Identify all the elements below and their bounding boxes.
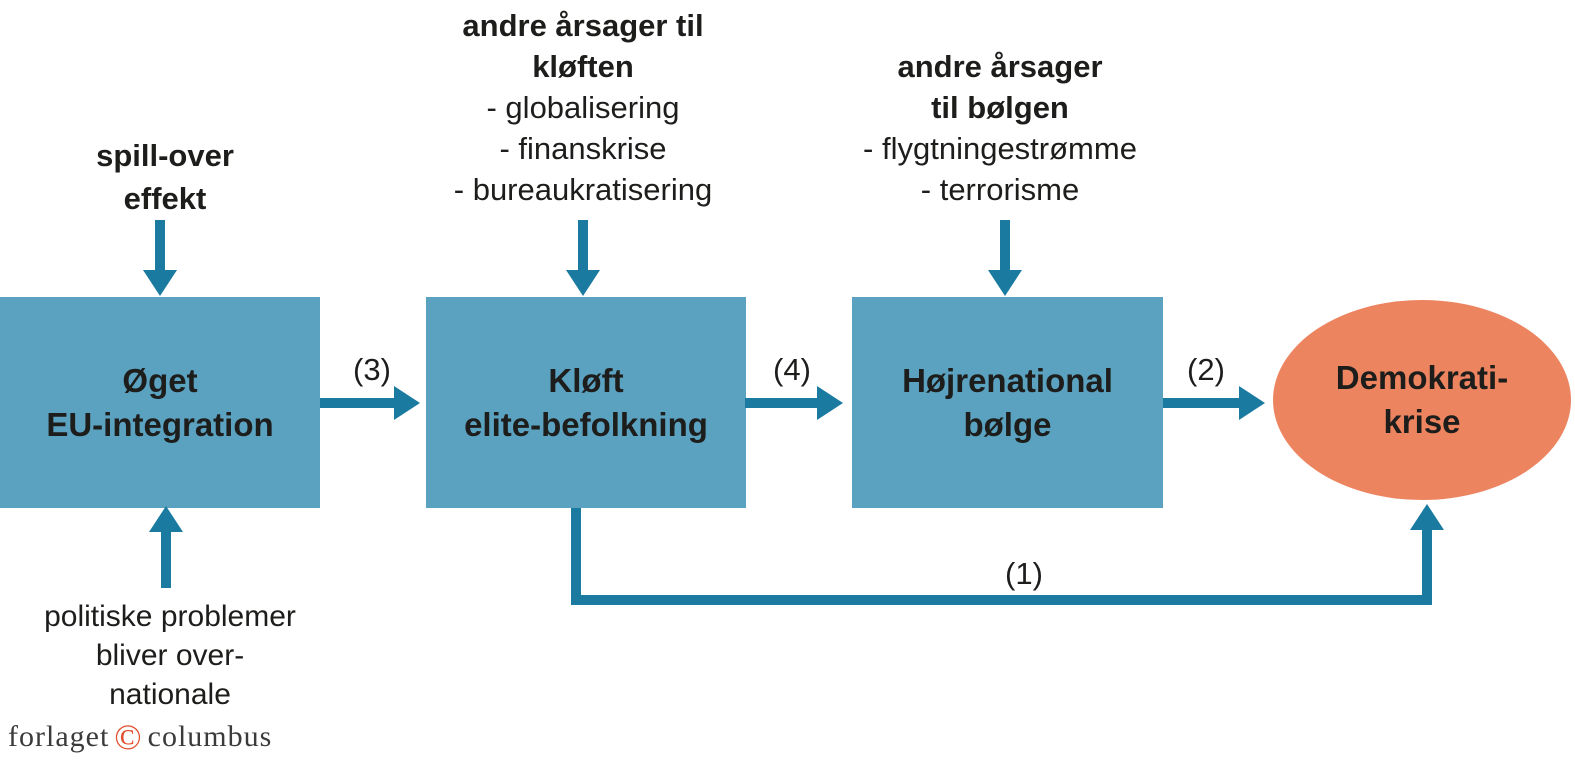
- edge-label-2: (2): [1187, 352, 1225, 387]
- label-title-line: andre årsager til: [462, 8, 704, 43]
- label-list-item: - bureaukratisering: [453, 172, 713, 207]
- arrow-down-icon: [566, 270, 600, 296]
- node-label-line: krise: [1383, 403, 1461, 440]
- publisher-name-post: columbus: [147, 720, 273, 753]
- label-line: nationale: [109, 678, 231, 711]
- arrow-down-icon: [988, 270, 1022, 296]
- arrow-4-line: [745, 398, 819, 408]
- edge-label-3: (3): [353, 352, 391, 387]
- arrow-down-cleft-line: [578, 220, 588, 274]
- node-label-line: Demokrati-: [1335, 359, 1509, 396]
- label-line: politiske problemer: [44, 600, 296, 633]
- label-list-item: - globalisering: [486, 90, 680, 125]
- publisher-logo: forlaget©columbus: [8, 716, 272, 758]
- arrow-2-line: [1163, 398, 1241, 408]
- node-label-line: Øget: [122, 361, 198, 399]
- label-spill-over-effekt: spill-over effekt: [15, 134, 315, 220]
- label-andre-aarsager-til-kloeften: andre årsager til kløften - globaliserin…: [400, 5, 766, 210]
- arrow-1-segment-across: [571, 595, 1432, 605]
- edge-label-1: (1): [1005, 556, 1043, 591]
- node-label-line: bølge: [963, 405, 1052, 443]
- label-line: effekt: [123, 181, 207, 216]
- label-line: bliver over-: [95, 639, 245, 672]
- node-box-kloeft: Kløft elite-befolkning: [426, 297, 746, 508]
- label-title-line: kløften: [532, 49, 634, 84]
- copyright-icon: ©: [114, 717, 143, 757]
- label-line: spill-over: [96, 138, 234, 173]
- arrow-down-spill-line: [155, 220, 165, 274]
- label-title-line: til bølgen: [931, 90, 1069, 125]
- label-politiske-problemer: politiske problemer bliver over- nationa…: [5, 597, 335, 714]
- node-box-hoejrenational-boelge: Højrenational bølge: [852, 297, 1163, 508]
- label-list-item: - terrorisme: [920, 172, 1080, 207]
- arrow-3-line: [320, 398, 396, 408]
- publisher-name-pre: forlaget: [8, 720, 110, 753]
- label-list-item: - finanskrise: [499, 131, 667, 166]
- node-ellipse-demokratikrise: Demokrati- krise: [1273, 300, 1571, 500]
- arrow-right-icon: [1239, 386, 1265, 420]
- arrow-1-segment-up: [1422, 528, 1432, 595]
- node-label-line: elite-befolkning: [464, 405, 708, 443]
- label-andre-aarsager-til-boelgen: andre årsager til bølgen - flygtningestr…: [817, 46, 1183, 210]
- node-label-line: Kløft: [548, 361, 624, 399]
- label-title-line: andre årsager: [897, 49, 1103, 84]
- node-label-line: EU-integration: [46, 405, 274, 443]
- arrow-down-icon: [143, 270, 177, 296]
- arrow-right-icon: [817, 386, 843, 420]
- arrow-up-icon: [149, 506, 183, 532]
- edge-label-4: (4): [773, 352, 811, 387]
- arrow-1-segment-down: [571, 508, 581, 605]
- node-label-line: Højrenational: [902, 361, 1113, 399]
- node-box-eu-integration: Øget EU-integration: [0, 297, 320, 508]
- arrow-down-wave-line: [1000, 220, 1010, 274]
- arrow-up-icon: [1410, 504, 1444, 530]
- arrow-up-overnational-line: [161, 530, 171, 588]
- arrow-right-icon: [394, 386, 420, 420]
- label-list-item: - flygtningestrømme: [863, 131, 1137, 166]
